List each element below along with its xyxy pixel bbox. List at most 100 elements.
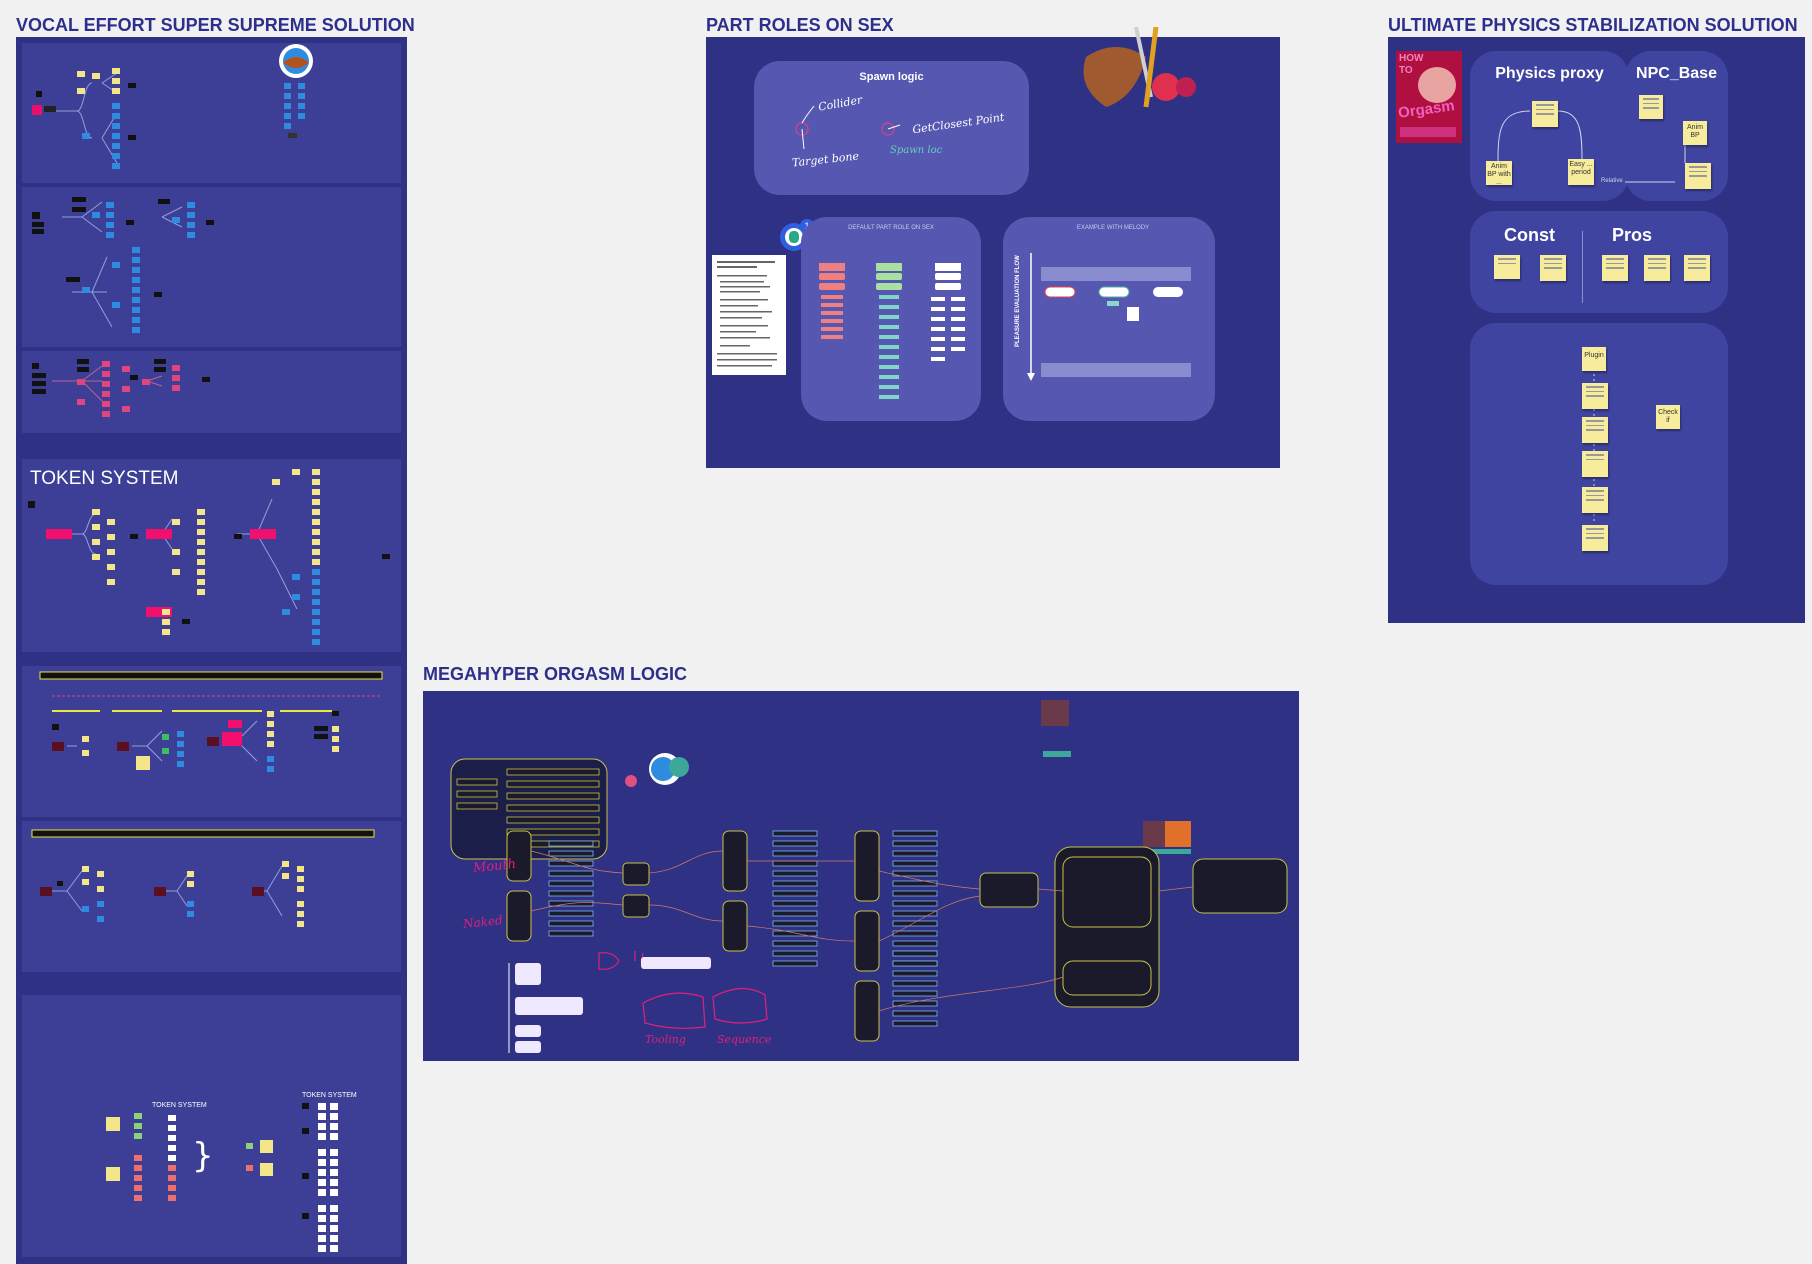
pros-note-1 <box>1602 255 1628 281</box>
logic-row <box>892 1000 938 1007</box>
npc-note-3 <box>1685 163 1711 189</box>
vocal-section-6[interactable] <box>22 821 401 972</box>
book-cover-text-3: Orgasm <box>1397 97 1456 122</box>
svg-text:}: } <box>192 1136 214 1176</box>
const-pros-panel[interactable]: Const Pros <box>1470 211 1728 313</box>
physics-title[interactable]: ULTIMATE PHYSICS STABILIZATION SOLUTION <box>1388 15 1798 35</box>
vocal-section-3[interactable] <box>22 351 401 433</box>
logic-row <box>892 830 938 837</box>
spawn-logic-title: Spawn logic <box>859 71 924 83</box>
plugin-panel[interactable]: Plugin Check if <box>1470 323 1728 585</box>
vocal-token-comparison[interactable]: TOKEN SYSTEM TOKEN SYSTEM } <box>22 995 401 1257</box>
token-cell <box>318 1169 326 1176</box>
token-cell <box>330 1225 338 1232</box>
token-cell <box>330 1149 338 1156</box>
proxy-note-top <box>1532 101 1558 127</box>
const-note-1 <box>1494 255 1520 279</box>
vocal-token-section[interactable]: TOKEN SYSTEM <box>22 459 401 652</box>
pros-note-3 <box>1684 255 1710 281</box>
logic-row <box>772 890 818 897</box>
logic-row <box>892 840 938 847</box>
logic-row <box>892 990 938 997</box>
physics-proxy-title: Physics proxy <box>1495 65 1604 82</box>
logic-row <box>892 900 938 907</box>
token-cell <box>318 1159 326 1166</box>
logic-row <box>892 960 938 967</box>
document-thumbnail[interactable] <box>712 255 786 375</box>
logic-row <box>548 930 594 937</box>
plugin-step-2 <box>1582 417 1608 443</box>
token-system-label-b: TOKEN SYSTEM <box>302 1092 357 1099</box>
megahyper-frame[interactable]: Mouth Naked Tooling Sequence <box>423 691 1299 1061</box>
token-cell <box>330 1205 338 1212</box>
token-cell <box>330 1113 338 1120</box>
token-cell <box>318 1225 326 1232</box>
token-cell <box>330 1235 338 1242</box>
part-roles-frame[interactable]: Spawn logic Collider Target bone GetClos… <box>706 27 1280 468</box>
example-melody-panel[interactable]: EXAMPLE WITH MELODY PLEASURE EVALUATION … <box>1003 217 1215 421</box>
logic-row <box>892 980 938 987</box>
const-note-2 <box>1540 255 1566 281</box>
logic-row <box>892 850 938 857</box>
book-cover-image[interactable]: HOW TO Orgasm <box>1396 51 1462 143</box>
token-system-heading: TOKEN SYSTEM <box>30 468 179 489</box>
token-cell <box>330 1245 338 1252</box>
npc-base-panel[interactable]: NPC_Base Relative Anim BP <box>1601 51 1728 201</box>
pros-title: Pros <box>1612 225 1653 245</box>
vocal-effort-title[interactable]: VOCAL EFFORT SUPER SUPREME SOLUTION <box>16 15 415 35</box>
token-section-graph <box>28 469 390 645</box>
npc-base-links <box>1625 143 1686 183</box>
logic-row <box>892 910 938 917</box>
spawn-logic-sketch <box>795 105 901 150</box>
logic-row <box>892 890 938 897</box>
megahyper-title[interactable]: MEGAHYPER ORGASM LOGIC <box>423 664 688 684</box>
example-melody-title: EXAMPLE WITH MELODY <box>1076 225 1150 231</box>
proxy-note-easy: Easy ... period <box>1568 159 1594 185</box>
part-roles-title[interactable]: PART ROLES ON SEX <box>706 15 894 35</box>
token-cell <box>330 1215 338 1222</box>
logic-row <box>772 910 818 917</box>
vocal-section-1[interactable] <box>22 43 401 183</box>
vocal-section-2[interactable] <box>22 187 401 347</box>
vocal-section-5[interactable] <box>22 666 401 817</box>
logic-row <box>772 930 818 937</box>
logic-row <box>772 870 818 877</box>
document-lines <box>717 261 777 367</box>
token-cell <box>330 1103 338 1110</box>
logic-row <box>548 890 594 897</box>
plugin-note: Plugin <box>1582 347 1606 371</box>
logic-row <box>772 830 818 837</box>
megahyper-graph <box>450 700 1288 1053</box>
logic-row <box>892 930 938 937</box>
const-pros-divider <box>1582 231 1583 303</box>
physics-frame[interactable]: HOW TO Orgasm Physics proxy Anim BP with… <box>1388 37 1805 623</box>
vocal-effort-frame[interactable]: TOKEN SYSTEM <box>16 37 407 1264</box>
logic-row <box>548 910 594 917</box>
token-cell <box>330 1159 338 1166</box>
token-cell <box>330 1123 338 1130</box>
book-cover-photo <box>1418 67 1456 103</box>
logic-row <box>548 870 594 877</box>
token-cell <box>318 1235 326 1242</box>
logic-row <box>892 870 938 877</box>
physics-proxy-panel[interactable]: Physics proxy Anim BP with ... Easy ... … <box>1470 51 1629 201</box>
logic-row <box>892 880 938 887</box>
logic-row <box>892 970 938 977</box>
logic-row <box>772 850 818 857</box>
logic-row <box>548 860 594 867</box>
default-part-role-panel[interactable]: DEFAULT PART ROLE ON SEX <box>801 217 981 421</box>
token-comparison-graph: } <box>106 1103 338 1252</box>
logic-row <box>892 940 938 947</box>
physics-proxy-links <box>1497 110 1583 162</box>
token-cell <box>318 1189 326 1196</box>
plugin-step-1 <box>1582 383 1608 409</box>
token-cell <box>318 1149 326 1156</box>
token-cell <box>330 1179 338 1186</box>
npc-note-anim-bp: Anim BP <box>1683 121 1707 145</box>
example-melody-graph <box>1027 253 1191 381</box>
spawn-logic-panel[interactable]: Spawn logic Collider Target bone GetClos… <box>754 61 1029 195</box>
token-cell <box>318 1215 326 1222</box>
logic-row <box>892 1020 938 1027</box>
token-cell <box>318 1205 326 1212</box>
token-cell <box>318 1133 326 1140</box>
